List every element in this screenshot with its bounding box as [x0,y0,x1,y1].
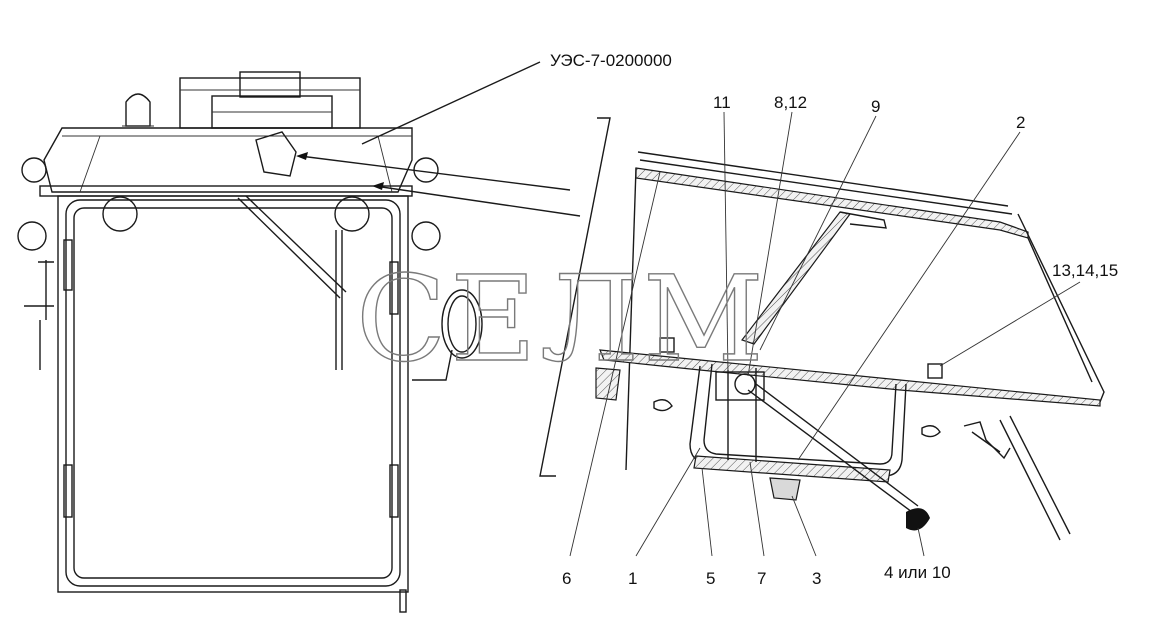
pivot-joint [734,373,756,395]
callout-leaders [569,111,1081,557]
cover-plate [693,455,891,483]
callout-2: 2 [1016,113,1025,132]
watermark: СЕЛМ [356,250,768,388]
callout-8-12: 8,12 [774,93,807,112]
assembly-label: УЭС-7-0200000 [550,51,672,70]
cone-part-3 [769,477,801,501]
ceiling-liner [599,349,1101,407]
fastener-right [927,363,943,379]
roof-light-left [21,157,47,183]
wiper-arm [237,197,341,299]
handle-arm [747,389,913,513]
callout-4-10: 4 или 10 [884,563,951,582]
callout-1: 1 [628,569,637,588]
callout-3: 3 [812,569,821,588]
beacon-lamp [125,93,151,127]
callout-9: 9 [871,97,880,116]
fastener-left [659,337,675,353]
assembly-leader [361,61,541,145]
work-light-1 [102,196,138,232]
detail-arrow-upper [299,155,571,191]
roof-light-right [413,157,439,183]
callout-5: 5 [706,569,715,588]
callout-11: 11 [713,93,731,112]
side-light-left [17,221,47,251]
cab-front-view [17,71,483,613]
side-light-right [411,221,441,251]
roof-equipment-box [179,77,361,129]
callout-13-14-15: 13,14,15 [1052,261,1118,280]
handle-knob-4-10 [906,508,930,531]
mirror-right [441,289,483,359]
detail-bracket [539,117,611,477]
mirror-bracket-left [24,260,54,320]
cab-roof [43,127,413,193]
windshield [73,207,393,579]
roof-sign-plate [255,131,297,177]
detail-arrow-lower [374,185,581,217]
duct-housing [703,363,897,465]
cab-frame [57,195,409,593]
work-light-2 [334,196,370,232]
callout-7: 7 [757,569,766,588]
mirror-bracket-right [412,349,453,381]
callout-6: 6 [562,569,571,588]
